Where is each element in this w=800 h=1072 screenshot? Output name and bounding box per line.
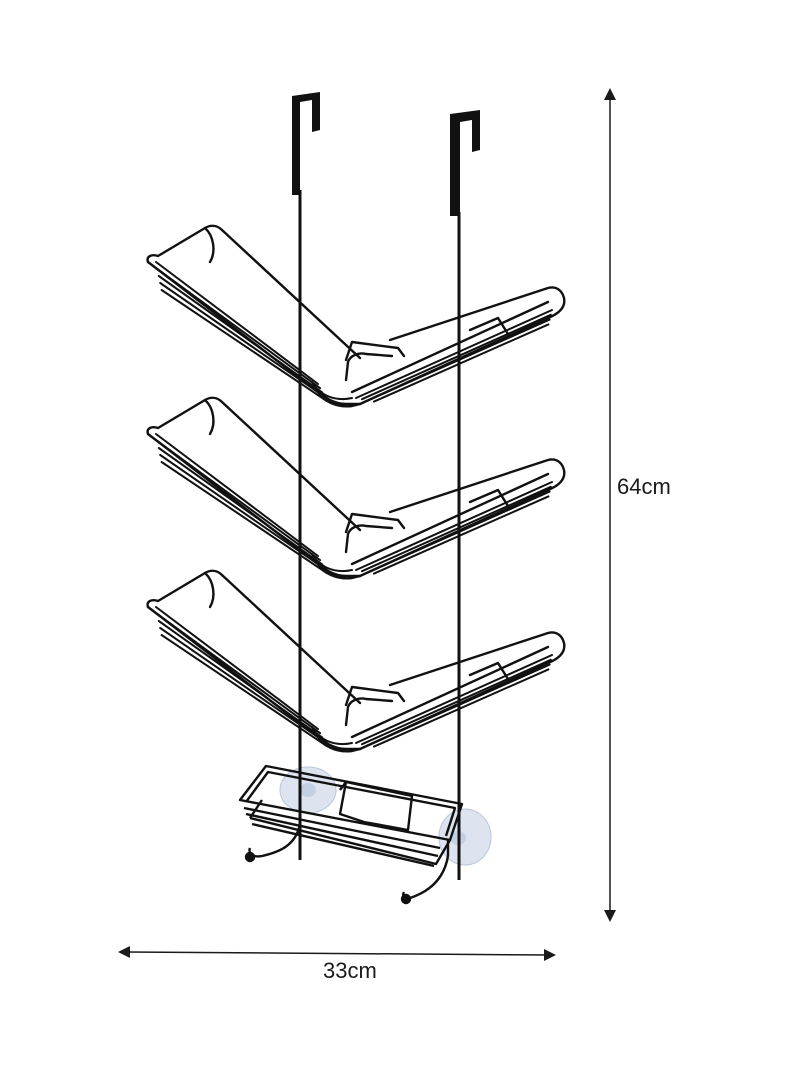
- height-dimension-line: [604, 88, 616, 922]
- shelf-tier-1: [146, 224, 566, 408]
- door-hook-left: [292, 92, 320, 195]
- width-dimension-line: [118, 946, 556, 961]
- door-hook-right: [450, 110, 480, 216]
- height-dimension-label: 64cm: [617, 474, 671, 499]
- width-dimension-label: 33cm: [323, 958, 377, 983]
- suction-cup-left: [279, 766, 337, 814]
- shelves-group: [146, 224, 566, 753]
- shelf-tier-2: [146, 396, 566, 580]
- soap-dish: [238, 764, 464, 905]
- suction-cup-right: [438, 808, 492, 866]
- shelf-tier-3: [146, 569, 566, 753]
